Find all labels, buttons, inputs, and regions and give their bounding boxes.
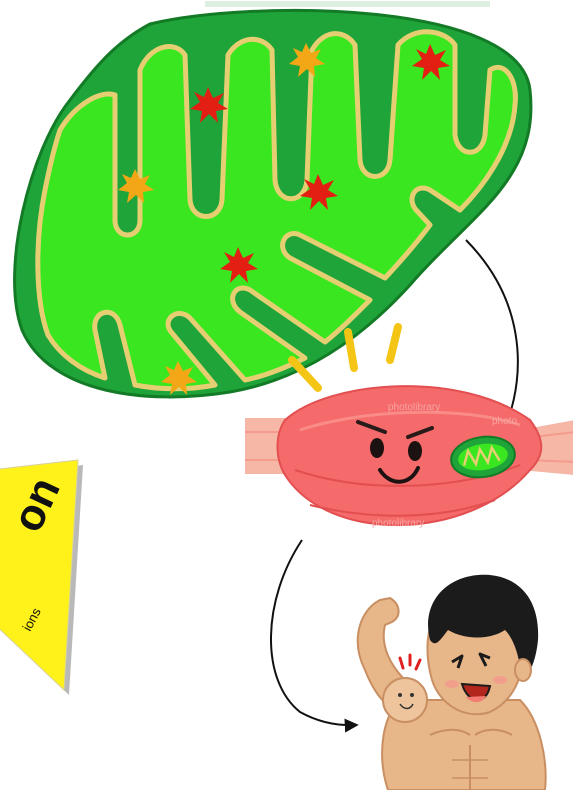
watermark-right: photo — [492, 416, 517, 427]
yellow-banner: on ions — [0, 460, 83, 695]
biceps — [383, 678, 427, 722]
curved-arrow-icon — [466, 240, 518, 420]
muscle-eye-right — [408, 441, 422, 461]
watermark-top: photolibrary — [388, 402, 440, 413]
muscle-icon: photolibrary photolibrary photo — [245, 327, 573, 529]
mitochondrion-icon — [15, 4, 531, 397]
watermark-bottom: photolibrary — [372, 518, 424, 529]
flexing-man-icon — [358, 575, 546, 790]
muscle-eye-left — [370, 438, 384, 458]
curved-arrow-icon-2 — [271, 540, 356, 725]
